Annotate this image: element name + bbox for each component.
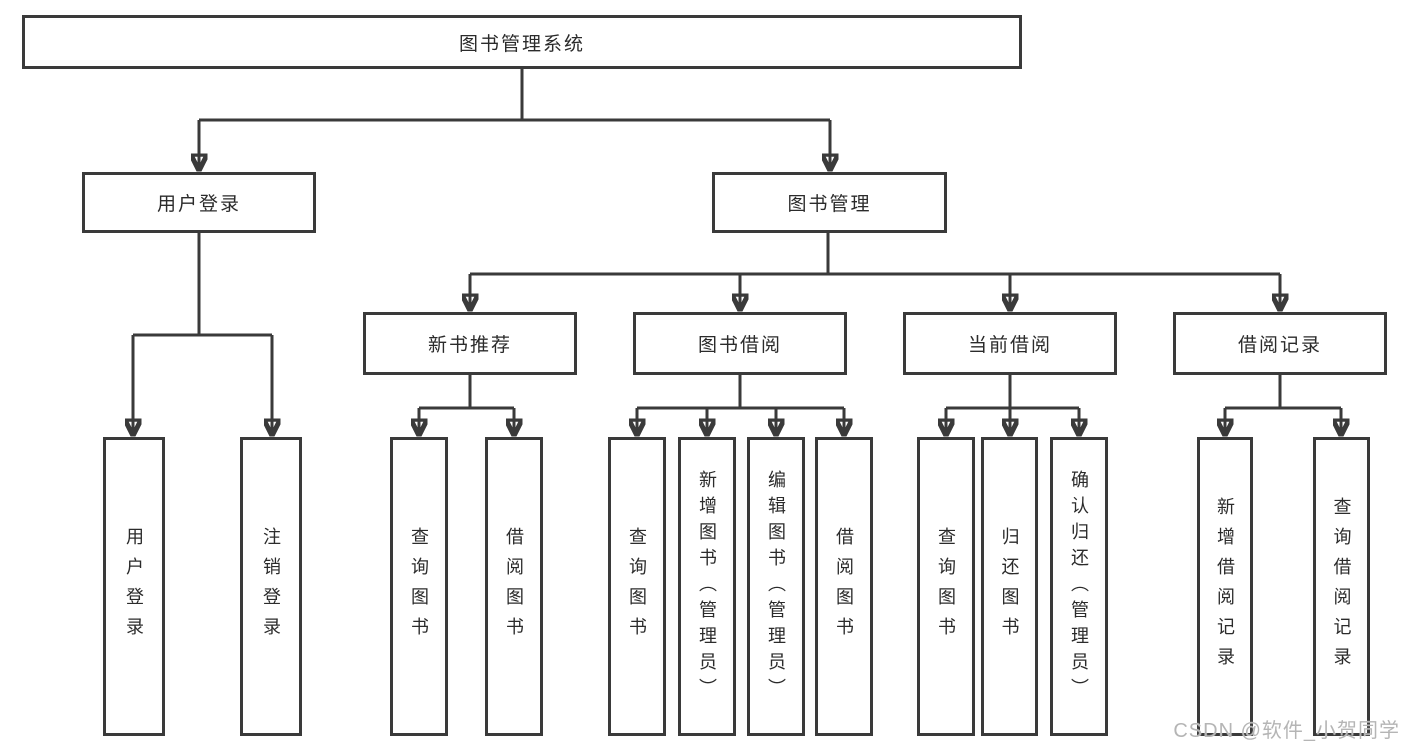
leaf-bb-edit-book-label: 编辑图书（管理员） <box>766 469 786 704</box>
leaf-cb-query-book-label: 查询图书 <box>936 526 956 647</box>
leaf-br-query-record-label: 查询借阅记录 <box>1331 496 1352 677</box>
leaf-br-query-record: 查询借阅记录 <box>1313 437 1370 736</box>
leaf-bb-edit-book: 编辑图书（管理员） <box>747 437 805 736</box>
leaf-nb-query-book: 查询图书 <box>390 437 448 736</box>
leaf-user-login-label: 用户登录 <box>124 526 144 647</box>
leaf-bb-query-book: 查询图书 <box>608 437 666 736</box>
node-book-management: 图书管理 <box>712 172 947 233</box>
node-new-book-recommend-label: 新书推荐 <box>427 335 512 356</box>
node-book-borrow: 图书借阅 <box>633 312 847 375</box>
leaf-bb-query-book-label: 查询图书 <box>627 526 647 647</box>
node-user-login-label: 用户登录 <box>156 194 241 215</box>
node-root: 图书管理系统 <box>22 15 1022 69</box>
node-book-borrow-label: 图书借阅 <box>697 335 782 356</box>
node-current-borrow-label: 当前借阅 <box>967 335 1052 356</box>
node-user-login: 用户登录 <box>82 172 316 233</box>
csdn-watermark: CSDN @软件_小贺同学 <box>1173 720 1400 742</box>
leaf-cb-query-book: 查询图书 <box>917 437 975 736</box>
leaf-logout: 注销登录 <box>240 437 302 736</box>
node-new-book-recommend: 新书推荐 <box>363 312 577 375</box>
node-book-management-label: 图书管理 <box>787 194 872 215</box>
leaf-logout-label: 注销登录 <box>261 526 281 647</box>
leaf-cb-confirm-return-label: 确认归还（管理员） <box>1069 469 1089 704</box>
node-borrow-record-label: 借阅记录 <box>1237 335 1322 356</box>
node-root-label: 图书管理系统 <box>458 33 585 55</box>
leaf-bb-add-book-label: 新增图书（管理员） <box>697 469 717 704</box>
leaf-bb-borrow-book: 借阅图书 <box>815 437 873 736</box>
node-borrow-record: 借阅记录 <box>1173 312 1387 375</box>
leaf-cb-confirm-return: 确认归还（管理员） <box>1050 437 1108 736</box>
leaf-br-add-record-label: 新增借阅记录 <box>1215 496 1235 677</box>
node-current-borrow: 当前借阅 <box>903 312 1117 375</box>
leaf-nb-query-book-label: 查询图书 <box>409 526 429 647</box>
leaf-user-login: 用户登录 <box>103 437 165 736</box>
leaf-br-add-record: 新增借阅记录 <box>1197 437 1253 736</box>
leaf-nb-borrow-book: 借阅图书 <box>485 437 543 736</box>
leaf-cb-return-book: 归还图书 <box>981 437 1038 736</box>
leaf-bb-add-book: 新增图书（管理员） <box>678 437 736 736</box>
leaf-cb-return-book-label: 归还图书 <box>999 526 1020 647</box>
leaf-bb-borrow-book-label: 借阅图书 <box>834 526 854 647</box>
leaf-nb-borrow-book-label: 借阅图书 <box>504 526 524 647</box>
